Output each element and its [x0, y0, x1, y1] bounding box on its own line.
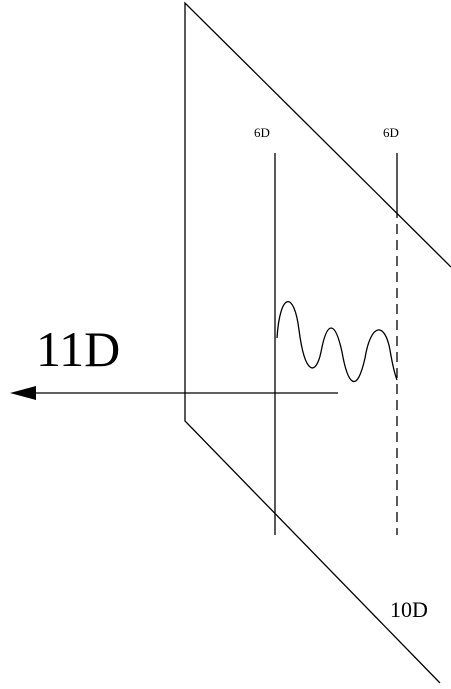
wave-curve: [276, 301, 398, 382]
label-10d: 10D: [390, 597, 428, 622]
label-11d: 11D: [36, 321, 120, 377]
label-6d-left: 6D: [254, 125, 270, 140]
arrow-11d-head: [10, 386, 36, 400]
plane-outline: [184, 1, 451, 684]
label-6d-right: 6D: [383, 125, 399, 140]
